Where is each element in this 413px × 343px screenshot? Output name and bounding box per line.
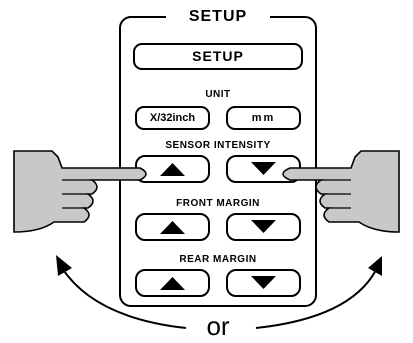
right-hand-icon <box>282 150 400 233</box>
unit-inch-button[interactable]: X/32inch <box>135 106 210 130</box>
left-arrowhead <box>56 255 72 276</box>
down-arrow-icon <box>251 276 276 289</box>
front-margin-up-button[interactable] <box>135 213 210 241</box>
up-arrow-icon <box>160 221 185 234</box>
sensor-intensity-up-button[interactable] <box>135 155 210 183</box>
rear-margin-label: REAR MARGIN <box>179 254 257 265</box>
sensor-intensity-label: SENSOR INTENSITY <box>165 140 271 151</box>
left-hand-icon <box>13 150 147 233</box>
panel-title: SETUP <box>166 6 270 28</box>
front-margin-label: FRONT MARGIN <box>176 198 260 209</box>
rear-margin-down-button[interactable] <box>226 269 301 297</box>
setup-button[interactable]: SETUP <box>133 43 303 70</box>
down-arrow-icon <box>251 162 276 175</box>
right-curved-arrow <box>255 269 377 329</box>
left-curved-arrow <box>61 267 187 329</box>
rear-margin-up-button[interactable] <box>135 269 210 297</box>
or-connector-text: or <box>206 311 230 341</box>
unit-mm-button[interactable]: mm <box>226 106 301 130</box>
down-arrow-icon <box>251 220 276 233</box>
right-arrowhead <box>368 256 382 276</box>
unit-label: UNIT <box>205 89 231 100</box>
up-arrow-icon <box>160 163 185 176</box>
up-arrow-icon <box>160 277 185 290</box>
front-margin-down-button[interactable] <box>226 213 301 241</box>
